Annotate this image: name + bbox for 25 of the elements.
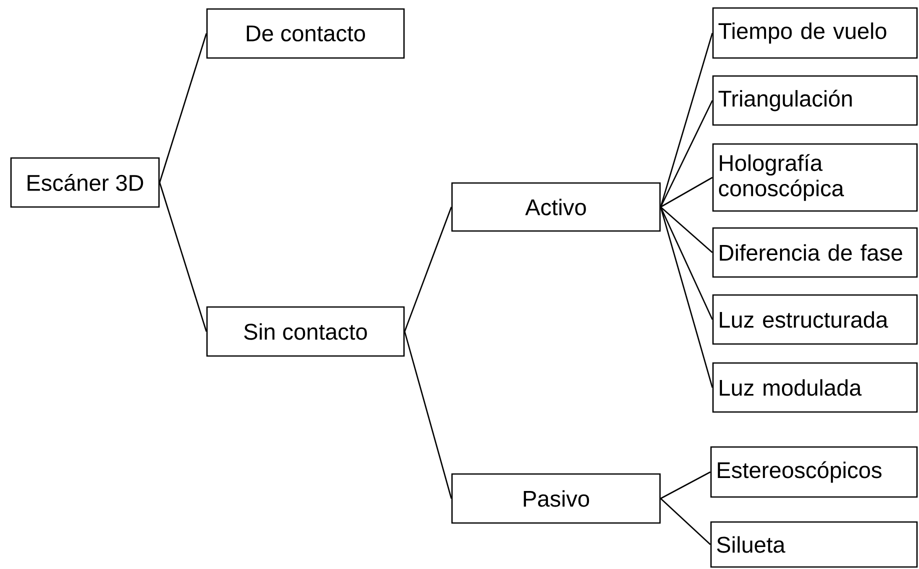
connector-line [660, 206, 713, 388]
connector-line [159, 182, 207, 332]
category-box: Activo [451, 182, 661, 232]
connector-line [660, 498, 711, 545]
category-box: Triangulación [712, 75, 918, 126]
connector-line [660, 100, 713, 208]
connector-line [660, 206, 713, 254]
category-box: Escáner 3D [10, 157, 160, 208]
connector-line [660, 32, 713, 208]
connector-line [404, 206, 452, 332]
category-box: Luz estructurada [712, 294, 918, 345]
connector-line [159, 33, 207, 183]
category-box: Diferencia de fase [712, 227, 918, 278]
category-box: De contacto [206, 8, 405, 59]
category-box: Estereoscópicos [710, 446, 918, 498]
category-box: Luz modulada [712, 362, 918, 413]
category-box: Sin contacto [206, 306, 405, 357]
connector-line [660, 471, 711, 500]
category-box: Silueta [710, 521, 918, 568]
connector-line [660, 176, 713, 208]
category-box: Pasivo [451, 473, 661, 524]
category-box: Tiempo de vuelo [712, 7, 918, 59]
category-box: Holografía conoscópica [712, 143, 918, 212]
connector-line [660, 206, 713, 320]
connector-line [404, 331, 452, 499]
